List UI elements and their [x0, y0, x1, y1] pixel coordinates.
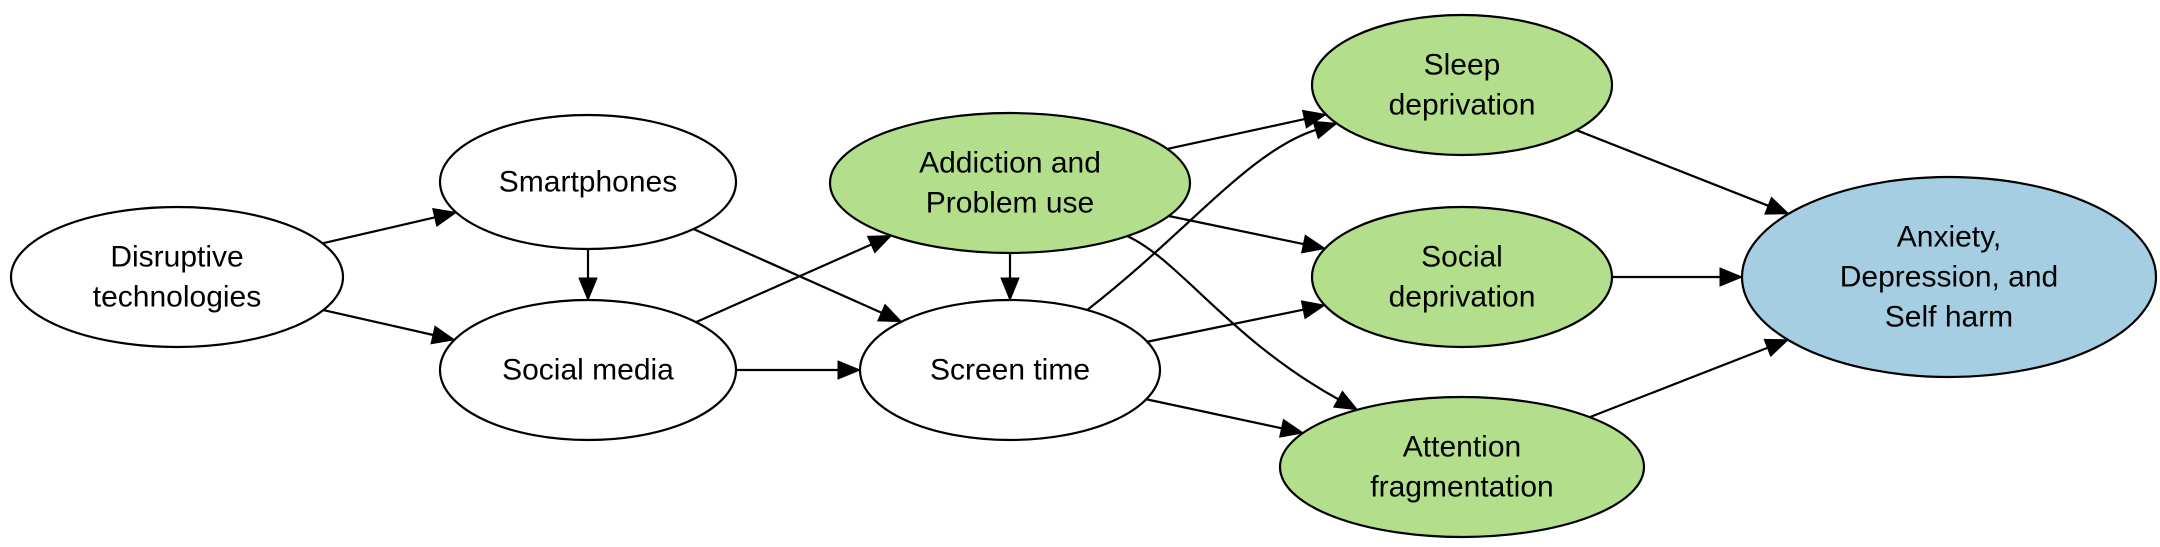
edge-disruptive-to-socialmedia: [323, 309, 456, 345]
edge-addiction-to-sleep-line: [1166, 117, 1307, 150]
edge-disruptive-to-socialmedia-arrowhead: [430, 325, 456, 345]
edge-sleep-to-anxiety-line: [1576, 129, 1771, 208]
edge-addiction-to-attention-line: [1126, 235, 1341, 402]
edge-disruptive-to-smartphones-arrowhead: [432, 208, 458, 228]
node-attention-label: fragmentation: [1370, 471, 1553, 504]
edge-screentime-to-sleep-line: [1086, 128, 1318, 311]
edge-addiction-to-attention-arrowhead: [1332, 390, 1359, 411]
node-anxiety-label: Anxiety,: [1897, 221, 2002, 254]
node-smartphones: Smartphones: [438, 113, 738, 251]
edge-smartphones-to-socialmedia-arrowhead: [578, 277, 598, 302]
node-socialdep-label: deprivation: [1389, 281, 1536, 314]
node-socialmedia-label: Social media: [502, 354, 674, 387]
edge-disruptive-to-smartphones-line: [322, 215, 437, 245]
edge-smartphones-to-screentime-arrowhead: [876, 303, 903, 323]
edge-socialmedia-to-screentime-arrowhead: [837, 360, 862, 380]
node-disruptive-ellipse: [9, 205, 345, 349]
node-attention: Attention fragmentation: [1278, 395, 1646, 539]
node-sleep-ellipse: [1310, 13, 1614, 157]
node-attention-ellipse: [1278, 395, 1646, 539]
edge-smartphones-to-screentime: [693, 227, 903, 323]
edge-addiction-to-attention: [1126, 235, 1359, 411]
edge-socialmedia-to-addiction-arrowhead: [866, 235, 893, 254]
node-disruptive-label: Disruptive: [110, 241, 243, 274]
node-socialdep-label: Social: [1421, 241, 1503, 274]
node-screentime: Screen time: [858, 298, 1162, 442]
node-socialdep-ellipse: [1310, 205, 1614, 349]
node-addiction-label: Problem use: [926, 187, 1094, 220]
node-screentime-ellipse: [858, 298, 1162, 442]
edge-screentime-to-sleep: [1086, 120, 1338, 311]
edge-socialmedia-to-screentime: [736, 360, 862, 380]
node-sleep: Sleep deprivation: [1310, 13, 1614, 157]
node-sleep-label: Sleep: [1424, 49, 1501, 82]
edge-screentime-to-attention-line: [1146, 398, 1284, 430]
node-anxiety-label: Depression, and: [1840, 261, 2058, 294]
node-socialdep: Social deprivation: [1310, 205, 1614, 349]
edge-screentime-to-socialdep-line: [1147, 308, 1306, 343]
node-anxiety-ellipse: [1740, 175, 2158, 379]
edge-disruptive-to-smartphones: [322, 208, 458, 245]
edge-layer: [322, 109, 1790, 438]
edge-smartphones-to-socialmedia: [578, 249, 598, 302]
edge-screentime-to-sleep-arrowhead: [1312, 120, 1338, 140]
node-disruptive: Disruptive technologies: [9, 205, 345, 349]
edge-socialdep-to-anxiety: [1612, 267, 1744, 287]
node-addiction-ellipse: [828, 111, 1192, 255]
node-attention-label: Attention: [1403, 431, 1521, 464]
edge-socialdep-to-anxiety-arrowhead: [1719, 267, 1744, 287]
edge-disruptive-to-socialmedia-line: [323, 309, 436, 337]
node-addiction-label: Addiction and: [919, 147, 1101, 180]
edge-addiction-to-sleep: [1166, 109, 1328, 150]
edge-addiction-to-socialdep: [1168, 214, 1327, 254]
edge-smartphones-to-screentime-line: [693, 227, 884, 315]
node-smartphones-label: Smartphones: [499, 166, 677, 199]
edge-addiction-to-screentime: [1000, 253, 1020, 302]
node-disruptive-label: technologies: [93, 281, 261, 314]
edge-addiction-to-socialdep-arrowhead: [1300, 234, 1327, 254]
edge-sleep-to-anxiety: [1576, 129, 1790, 215]
edge-attention-to-anxiety-arrowhead: [1763, 338, 1790, 358]
node-sleep-label: deprivation: [1389, 89, 1536, 122]
edge-socialmedia-to-addiction-line: [695, 242, 874, 324]
edge-attention-to-anxiety: [1589, 338, 1790, 419]
node-socialmedia-ellipse: [438, 298, 738, 442]
node-smartphones-ellipse: [438, 113, 738, 251]
node-anxiety-label: Self harm: [1885, 301, 2013, 334]
node-layer: Disruptive technologies SmartphonesSocial …: [9, 13, 2158, 539]
node-screentime-label: Screen time: [930, 354, 1090, 387]
edge-attention-to-anxiety-line: [1589, 346, 1770, 419]
edge-screentime-to-attention-arrowhead: [1279, 418, 1305, 438]
edge-sleep-to-anxiety-arrowhead: [1764, 196, 1790, 215]
edge-socialmedia-to-addiction: [695, 235, 893, 324]
edge-screentime-to-attention: [1146, 398, 1305, 438]
edge-addiction-to-screentime-arrowhead: [1000, 277, 1020, 302]
edge-screentime-to-socialdep-arrowhead: [1300, 300, 1327, 320]
edge-screentime-to-socialdep: [1147, 300, 1327, 343]
node-socialmedia: Social media: [438, 298, 738, 442]
